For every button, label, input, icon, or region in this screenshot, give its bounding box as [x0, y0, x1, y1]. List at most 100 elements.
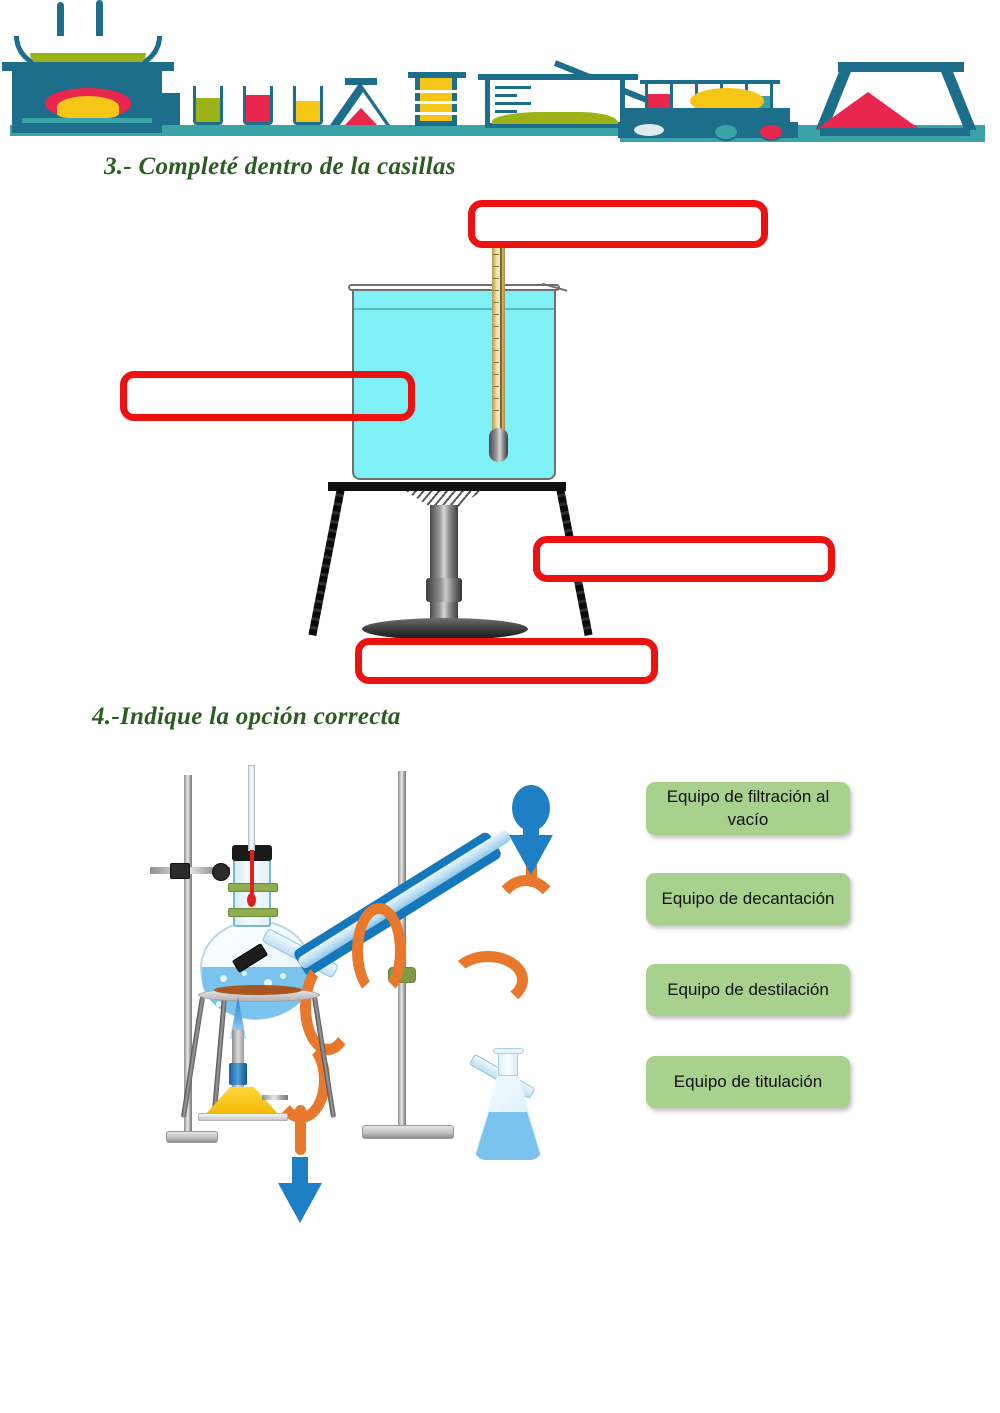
- bunsen-burner-barrel: [430, 505, 458, 625]
- banner-baseline: [10, 125, 985, 136]
- flask-liquid: [345, 108, 377, 125]
- beaker-rim: [348, 284, 560, 291]
- clamp-knob: [170, 863, 190, 879]
- graduation-mark: [495, 86, 531, 89]
- answer-box-tripod[interactable]: [533, 536, 835, 582]
- thermometer-tick: [493, 410, 499, 411]
- water-inlet-arrow: [509, 835, 553, 875]
- large-flask-base: [820, 128, 970, 136]
- tripod-leg: [308, 487, 345, 637]
- tube-liquid: [246, 95, 270, 122]
- distillation-diagram: [0, 745, 1000, 1275]
- spatula-icon: [632, 122, 666, 138]
- large-flask-liquid: [815, 92, 921, 130]
- bunsen-burner-collar: [229, 1063, 247, 1085]
- thermometer-tick: [493, 386, 499, 387]
- neck-clamp-lower: [228, 908, 278, 917]
- thermometer-tick: [493, 266, 499, 267]
- thermometer-bulb: [247, 893, 256, 907]
- test-tube-rack-icon: [625, 108, 790, 125]
- furnace-coal: [57, 96, 119, 118]
- furnace-grate: [22, 118, 152, 123]
- bubble: [220, 975, 227, 982]
- laboratory-equipment-banner: [0, 0, 1000, 145]
- stack-divider: [415, 90, 457, 93]
- reagent-block-icon: [158, 93, 180, 125]
- large-flask-rim: [838, 62, 964, 72]
- stack-divider: [415, 101, 457, 104]
- thermometer-tick: [493, 278, 499, 279]
- rack-top-bar: [640, 80, 780, 84]
- retort-stand-foot: [362, 1125, 454, 1139]
- option-decantacion[interactable]: Equipo de decantación: [646, 873, 850, 925]
- distillate-liquid: [474, 1112, 542, 1160]
- question-4-heading: 4.-Indique la opción correcta: [92, 703, 401, 730]
- burner-stand-plate: [198, 1113, 288, 1121]
- water-outlet-arrow-shaft: [292, 1157, 308, 1187]
- beaker-sediment: [492, 112, 618, 124]
- large-flask-side: [939, 68, 977, 130]
- thermometer-bulb: [489, 428, 508, 462]
- bunsen-burner-base: [362, 618, 528, 640]
- retort-stand-rod: [184, 775, 192, 1135]
- tube-liquid: [196, 98, 220, 122]
- container-lid: [408, 72, 466, 78]
- test-tube-pink-icon: [243, 86, 273, 125]
- thermometer-icon: [492, 220, 505, 435]
- burner-gas-valve: [262, 1095, 288, 1100]
- thermometer-tick: [493, 350, 499, 351]
- stack-divider: [415, 112, 457, 115]
- clamp-knob: [212, 863, 230, 881]
- beaker-rim: [478, 74, 638, 80]
- flask-neck: [345, 78, 377, 85]
- tube-liquid: [648, 94, 670, 111]
- question-3-heading: 3.- Completé dentro de la casillas: [104, 153, 456, 180]
- thermometer-tick: [493, 326, 499, 327]
- option-titulacion[interactable]: Equipo de titulación: [646, 1056, 850, 1108]
- thermometer-tick: [493, 398, 499, 399]
- receiving-erlenmeyer-flask: [474, 1048, 542, 1160]
- graduation-mark: [495, 94, 517, 97]
- water-outlet-arrow: [278, 1183, 322, 1223]
- thermometer-tick: [493, 254, 499, 255]
- thermometer-column: [500, 224, 502, 430]
- bubble: [216, 1001, 222, 1007]
- rubber-tubing-upper: [352, 903, 406, 999]
- tripod-platform: [328, 482, 566, 491]
- gauze-ceramic-ring: [214, 985, 302, 995]
- beaker-heating-diagram: [0, 180, 1000, 690]
- petri-dish-teal-icon: [713, 123, 739, 141]
- rubber-tubing-lower: [300, 959, 356, 1055]
- vapor-stream-icon: [57, 2, 64, 44]
- petri-dish-red-icon: [758, 123, 784, 141]
- bunsen-burner-collar: [426, 578, 462, 602]
- water-surface-line: [354, 308, 554, 310]
- banner-baseline-right: [620, 132, 985, 142]
- thermometer-tick: [493, 362, 499, 363]
- answer-box-beaker[interactable]: [120, 371, 415, 421]
- vapor-stream-icon: [96, 0, 103, 42]
- thermometer-tick: [493, 302, 499, 303]
- bubble: [264, 979, 272, 987]
- rubber-tubing-outlet: [448, 951, 528, 1009]
- thermometer-tick: [493, 374, 499, 375]
- tube-liquid: [296, 101, 320, 122]
- bubble: [280, 973, 286, 979]
- graduation-mark: [495, 110, 517, 113]
- option-filtracion-al-vacio[interactable]: Equipo de filtración al vacío: [646, 782, 850, 835]
- bubble: [242, 971, 247, 976]
- thermometer-mercury-column: [250, 850, 254, 898]
- thermometer-icon: [248, 765, 255, 851]
- clamp-arm: [150, 867, 230, 874]
- graduation-mark: [495, 102, 531, 105]
- answer-box-thermometer[interactable]: [468, 200, 768, 248]
- tubing-drain-straight: [295, 1105, 306, 1155]
- option-destilacion[interactable]: Equipo de destilación: [646, 964, 850, 1016]
- thermometer-tick: [493, 314, 499, 315]
- flask-rim: [493, 1048, 524, 1054]
- retort-stand-foot: [166, 1131, 218, 1143]
- thermometer-tick: [493, 290, 499, 291]
- answer-box-burner-base[interactable]: [355, 638, 658, 684]
- test-tube-olive-icon: [193, 86, 223, 125]
